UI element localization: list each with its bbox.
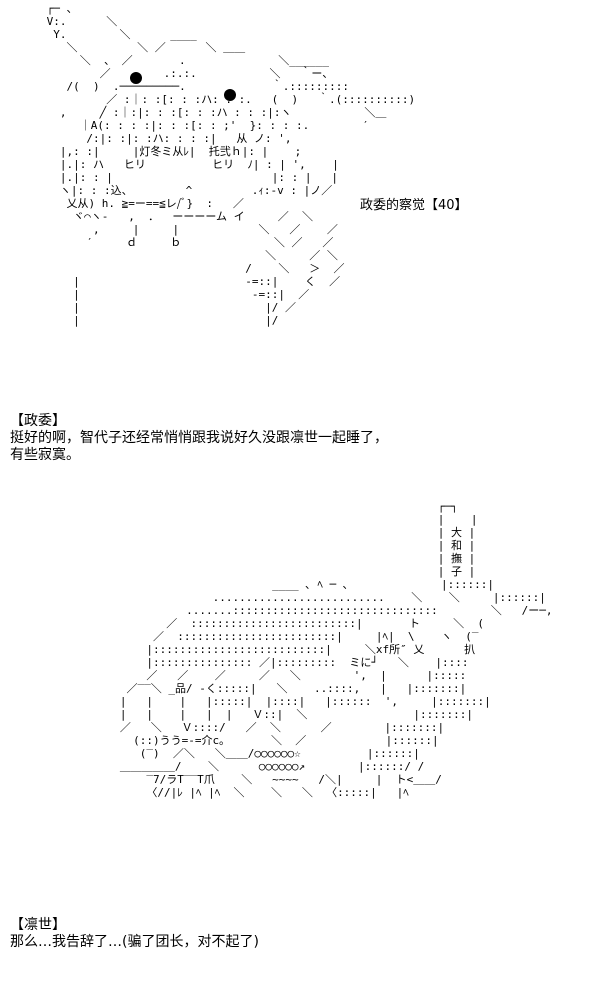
dialog-line: 那么…我告辞了…(骗了团长，对不起了) xyxy=(10,934,259,950)
dialog-speaker: 【凛世】 xyxy=(10,917,66,933)
dialog-bottom: 【凛世】 那么…我告辞了…(骗了团长，对不起了) xyxy=(10,917,259,951)
ascii-art-top: ┌─ 、 V:. ＼ Y. ＼ ____ ＼ ＼ ／ ＼ ＿＿ ＼ 、 ／ . … xyxy=(46,2,416,327)
right-eye-icon xyxy=(224,89,236,101)
left-eye-icon xyxy=(130,72,142,84)
panel-bottom: ┌─┐ | | | 大 | | 和 | xyxy=(0,480,607,998)
dialog-line: 有些寂寞。 xyxy=(10,447,80,463)
dialog-line: 挺好的啊，智代子还经常悄悄跟我说好久没跟凛世一起睡了， xyxy=(10,430,388,446)
dialog-top: 【政委】 挺好的啊，智代子还经常悄悄跟我说好久没跟凛世一起睡了， 有些寂寞。 xyxy=(10,413,388,464)
panel-top: ┌─ 、 V:. ＼ Y. ＼ ____ ＼ ＼ ／ ＼ ＿＿ ＼ 、 ／ . … xyxy=(0,0,607,480)
ascii-art-bottom: ┌─┐ | | | 大 | | 和 | xyxy=(119,500,553,799)
chapter-caption: 政委的察觉【40】 xyxy=(360,198,468,213)
dialog-speaker: 【政委】 xyxy=(10,413,66,429)
